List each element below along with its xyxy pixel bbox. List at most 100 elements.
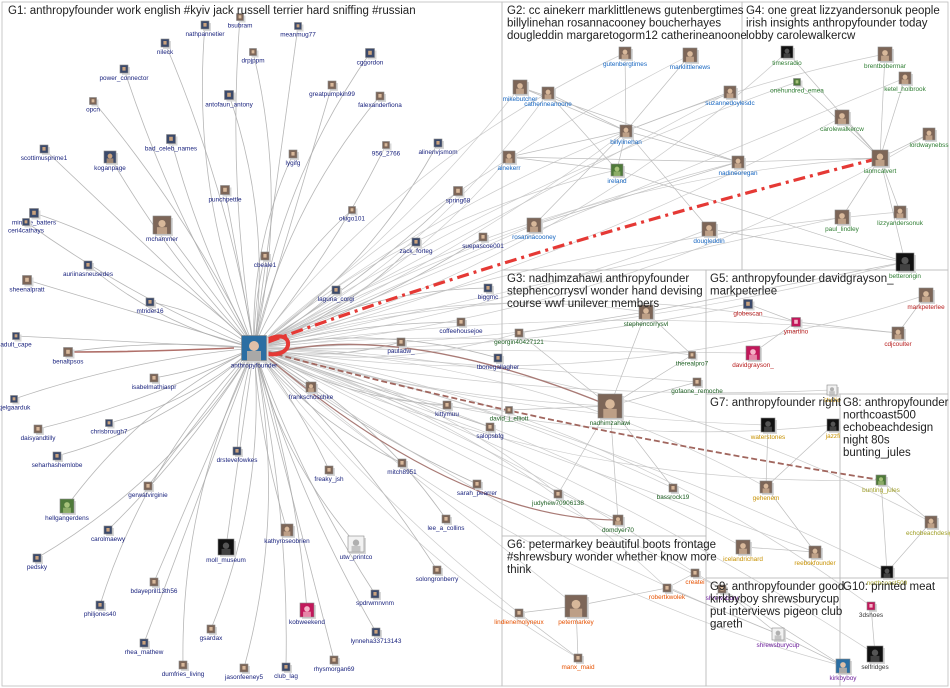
node-suzannedoylesdc[interactable]: suzannedoylesdc [705, 85, 755, 107]
node-suepascoe001[interactable]: suepascoe001 [462, 232, 504, 250]
node-mchammer[interactable]: mchammer [146, 215, 179, 243]
node-bsubram[interactable]: bsubram [228, 13, 253, 30]
node-bassrock19[interactable]: bassrock19 [657, 483, 690, 501]
node-cdjcoulter[interactable]: cdjcoulter [884, 326, 913, 348]
node-adult_cape[interactable]: adult_cape [0, 332, 32, 349]
node-spdrwmnvnm[interactable]: spdrwmnvnm [356, 589, 394, 607]
node-studio[interactable]: studio [823, 384, 841, 404]
node-markpeterlee[interactable]: markpeterlee [907, 287, 945, 311]
node-kirkbyboy[interactable]: kirkbyboy [830, 658, 858, 682]
node-mikebutcher[interactable]: mikebutcher [503, 79, 539, 103]
node-mtrider16[interactable]: mtrider16 [137, 297, 164, 315]
node-coffeehousejoe[interactable]: coffeehousejoe [439, 317, 483, 335]
node-sarah_pearrer[interactable]: sarah_pearrer [457, 479, 498, 497]
node-stephencorrysvl[interactable]: stephencorrysvl [624, 304, 669, 328]
node-moll_museum[interactable]: moll_museum [206, 538, 246, 564]
node-greatpumpkin99[interactable]: greatpumpkin99 [309, 80, 355, 98]
node-chrisbrough7[interactable]: chrisbrough7 [91, 419, 128, 436]
node-spring68[interactable]: spring68 [446, 186, 471, 205]
node-domdyer70[interactable]: domdyer70 [602, 514, 634, 534]
node-gsardax[interactable]: gsardax [200, 624, 224, 642]
node-robertkwolek[interactable]: robertkwolek [649, 583, 686, 601]
node-davidgrayson_[interactable]: davidgrayson_ [732, 345, 774, 369]
node-therealpro7[interactable]: therealpro7 [676, 351, 709, 368]
node-biggmc[interactable]: biggmc [478, 283, 499, 301]
node-ianmcalvert[interactable]: ianmcalvert [864, 149, 897, 175]
node-bunting_jules[interactable]: bunting_jules [862, 474, 900, 494]
node-anthropyfounder[interactable]: anthropyfounder [231, 335, 278, 370]
node-tbonegallagher[interactable]: tbonegallagher [477, 353, 520, 371]
node-northcoast500[interactable]: northcoast500 [867, 565, 908, 587]
node-3dshoes[interactable]: 3dshoes [859, 601, 883, 619]
node-freaky_jsh[interactable]: freaky_jsh [314, 465, 344, 483]
node-bad_celeb_names[interactable]: bad_celeb_names [145, 134, 197, 153]
node-auriinasneusedes[interactable]: auriinasneusedes [63, 260, 113, 278]
node-rhysmorgan69[interactable]: rhysmorgan69 [314, 655, 355, 673]
node-kathyroseobrien[interactable]: kathyroseobrien [264, 523, 310, 545]
node-dougleddin[interactable]: dougleddin [693, 221, 725, 245]
node-salopsbfg[interactable]: salopsbfg [476, 422, 504, 440]
node-createi[interactable]: createi [685, 568, 705, 586]
node-minette_batters[interactable]: minette_batters [12, 208, 56, 227]
node-okigo101[interactable]: okigo101 [339, 206, 365, 223]
node-betterorigin[interactable]: betterorigin [889, 252, 921, 280]
node-bdayeprill13th56[interactable]: bdayeprill13th56 [131, 577, 178, 595]
node-gofaone_remoche[interactable]: gofaone_remoche [671, 377, 723, 395]
node-ymartino[interactable]: ymartino [784, 317, 809, 336]
node-petermarkey[interactable]: petermarkey [558, 594, 595, 626]
node-zack_forteg[interactable]: zack_forteg [399, 237, 433, 255]
node-laguna_corgi[interactable]: laguna_corgi [318, 285, 355, 303]
node-globescan[interactable]: globescan [733, 299, 763, 318]
node-falexanderfiona[interactable]: falexanderfiona [358, 91, 402, 109]
node-gehenem[interactable]: gehenem [753, 480, 780, 502]
node-power_connector[interactable]: power_connector [99, 64, 149, 82]
node-catherineanoone[interactable]: catherineanoone [524, 86, 572, 108]
node-club_lag[interactable]: club_lag [274, 662, 298, 680]
node-brentbobermar[interactable]: brentbobermar [864, 46, 907, 70]
node-seharhashemlobe[interactable]: seharhashemlobe [32, 451, 83, 469]
node-reebokfounder[interactable]: reebokfounder [794, 545, 836, 567]
node-sheenalpratt[interactable]: sheenalpratt [9, 275, 45, 294]
node-pedsky[interactable]: pedsky [27, 553, 48, 571]
node-opcn[interactable]: opcn [86, 97, 100, 114]
node-shrewsbury[interactable]: shrewsbury [706, 584, 739, 602]
node-onehundred_emea[interactable]: onehundred_emea [770, 78, 824, 95]
node-marklittlenews[interactable]: marklittlenews [670, 47, 711, 71]
node-philjones40[interactable]: philjones40 [84, 600, 117, 618]
node-lindienemolyneux[interactable]: lindienemolyneux [494, 608, 544, 626]
node-rhea_mathew[interactable]: rhea_mathew [125, 638, 164, 656]
node-frankschoschke[interactable]: frankschoschke [289, 381, 334, 401]
node-nadineoregan[interactable]: nadineoregan [718, 155, 758, 177]
node-ainekerr[interactable]: ainekerr [497, 150, 521, 172]
node-daisyandtilly[interactable]: daisyandtilly [21, 424, 57, 442]
node-rosannacooney[interactable]: rosannacooney [512, 217, 557, 241]
node-jasonfeeney5[interactable]: jasonfeeney5 [224, 663, 263, 681]
node-dumfries_living[interactable]: dumfries_living [162, 660, 205, 678]
node-punchpettle[interactable]: punchpettle [208, 185, 242, 204]
node-lygifg[interactable]: lygifg [286, 149, 301, 167]
node-billylinehan[interactable]: billylinehan [610, 124, 642, 146]
node-alinenvjsmom[interactable]: alinenvjsmom [418, 138, 458, 156]
node-antofaun_antony[interactable]: antofaun_antony [205, 90, 254, 109]
node-mitch8951[interactable]: mitch8951 [387, 458, 417, 476]
node-lordwaynebss[interactable]: lordwaynebss [909, 127, 949, 149]
node-shrewsburycup[interactable]: shrewsburycup [757, 627, 800, 649]
node-jazzfi[interactable]: jazzfi [825, 418, 841, 440]
node-solongronberry[interactable]: solongronberry [416, 565, 459, 583]
node-benaltpsos[interactable]: benaltpsos [53, 347, 84, 366]
node-nileck[interactable]: nileck [157, 38, 174, 56]
node-kjelgaarduk[interactable]: kjelgaarduk [0, 395, 31, 412]
node-meanmug77[interactable]: meanmug77 [280, 22, 316, 39]
node-lynneha33713143[interactable]: lynneha33713143 [351, 627, 402, 645]
node-kittymuu[interactable]: kittymuu [435, 400, 459, 418]
node-nadhimzahawi[interactable]: nadhimzahawi [590, 393, 631, 427]
node-georgin40427121[interactable]: georgin40427121 [494, 328, 544, 346]
node-nathpannetier[interactable]: nathpannetier [185, 20, 225, 38]
node-carolewalkercw[interactable]: carolewalkercw [820, 109, 864, 133]
node-manx_maid[interactable]: manx_maid [561, 653, 595, 671]
node-lee_a_collins[interactable]: lee_a_collins [428, 514, 465, 532]
node-waterstones[interactable]: waterstones [750, 417, 785, 441]
node-koganpage[interactable]: koganpage [94, 150, 126, 172]
node-david_j_elliott[interactable]: david_j_elliott [490, 406, 529, 423]
node-selfridges[interactable]: selfridges [861, 645, 889, 671]
